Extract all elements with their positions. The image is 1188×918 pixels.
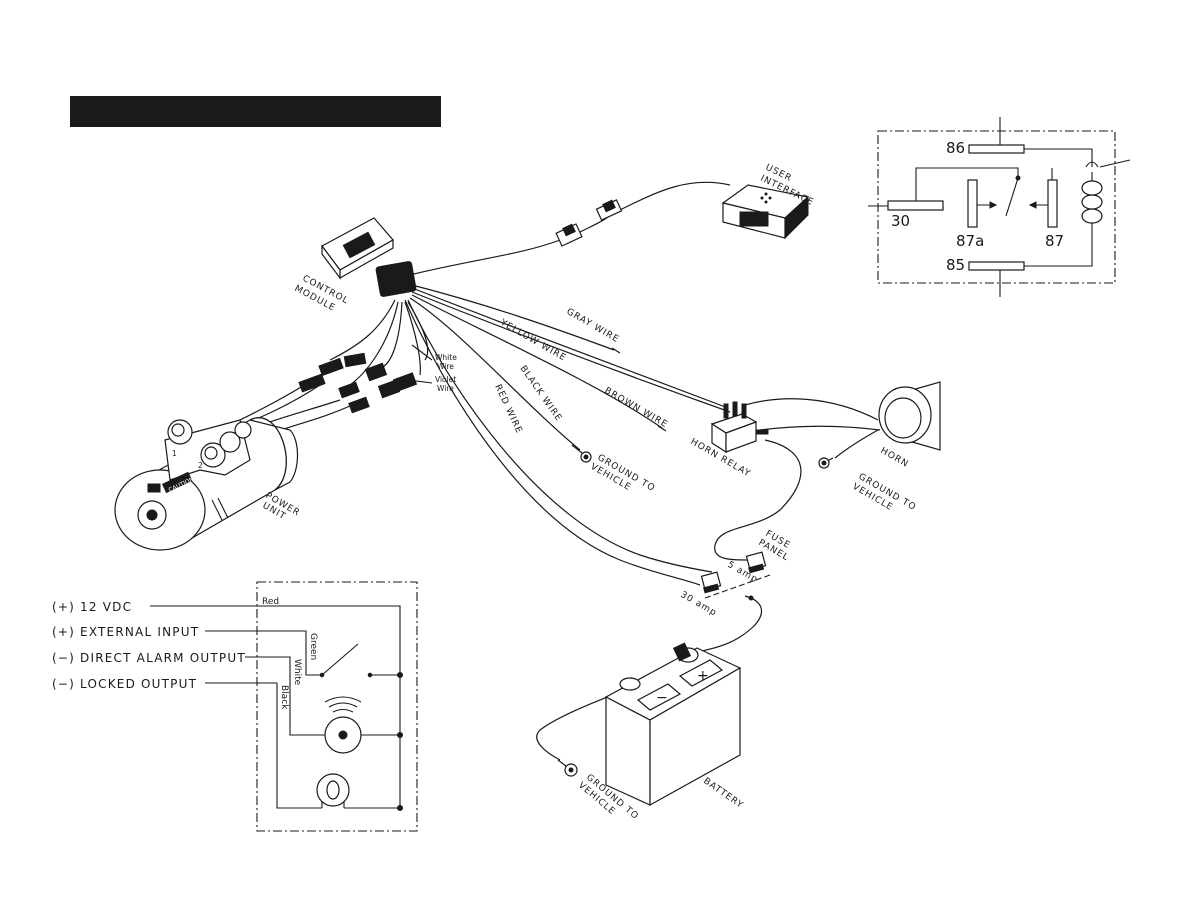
terminal-87a-blade (967, 179, 978, 228)
terminal-87-label: 87 (1045, 232, 1064, 250)
battery-positive: + (697, 668, 709, 684)
ring-terminal-icon (571, 444, 592, 463)
fuse-icon (700, 571, 722, 594)
section-title-bar (70, 96, 441, 127)
wire-red-label: Red (262, 597, 279, 607)
plug-connector-icon (298, 352, 418, 414)
input-locked-label: (−) LOCKED OUTPUT (52, 677, 197, 691)
terminal-87-blade (1047, 179, 1058, 228)
white-wire-label-1: White (435, 353, 457, 362)
terminal-85-label: 85 (946, 256, 965, 274)
indicator-lamp-icon (316, 773, 350, 808)
switch-icon (1005, 175, 1021, 217)
horn-label: HORN (879, 446, 911, 470)
plug-connector-icon (555, 199, 623, 247)
horn: HORN (878, 381, 941, 470)
harness-wires (229, 181, 881, 761)
terminal-87a-label: 87a (956, 232, 984, 250)
wire-black-label: Black (279, 685, 289, 710)
terminal-86-blade (968, 144, 1025, 154)
input-external-label: (+) EXTERNAL INPUT (52, 625, 199, 639)
horn-relay: HORN RELAY (689, 401, 769, 480)
buzzer-icon (324, 696, 362, 754)
fuse-icon (745, 551, 767, 574)
white-wire-label-2: Wire (437, 362, 454, 371)
port-2-label: 2 (198, 461, 203, 470)
relay-schematic: 86 85 30 87a 87 (868, 117, 1131, 297)
red-wire-label: RED WIRE (492, 383, 524, 435)
power-unit: 1 2 CAUTION POWER UNIT (114, 417, 302, 551)
gray-wire-label: GRAY WIRE (565, 307, 621, 345)
terminal-30-label: 30 (891, 212, 910, 230)
input-alarm-label: (−) DIRECT ALARM OUTPUT (52, 651, 246, 665)
fuse-panel: FUSE PANEL 5 amp 30 amp (679, 529, 793, 619)
wire-white-label: White (292, 659, 302, 686)
yellow-wire-label: YELLOW WIRE (498, 317, 568, 363)
relay-boundary (877, 130, 1116, 284)
violet-wire-label-2: Wire (437, 384, 454, 393)
wire-green-label: Green (308, 633, 318, 660)
io-schematic: (+) 12 VDC (+) EXTERNAL INPUT (−) DIRECT… (52, 581, 418, 832)
relay-coil-icon (1081, 161, 1103, 262)
terminal-30-blade (887, 200, 944, 211)
terminal-86-label: 86 (946, 139, 965, 157)
ring-terminal-icon (818, 457, 834, 469)
brown-wire-label: BROWN WIRE (603, 386, 670, 430)
battery-negative: − (656, 690, 668, 706)
terminal-85-blade (968, 261, 1025, 271)
battery-label: BATTERY (701, 776, 745, 811)
input-12vdc-label: (+) 12 VDC (52, 600, 132, 614)
io-boundary (256, 581, 418, 832)
ring-terminal-icon (557, 759, 578, 777)
fuse-30-label: 30 amp (679, 590, 719, 619)
violet-wire-label-1: Violet (435, 375, 456, 384)
port-1-label: 1 (172, 449, 177, 458)
wire-labels: GRAY WIRE YELLOW WIRE BROWN WIRE BLACK W… (492, 307, 669, 436)
control-module: CONTROL MODULE (293, 217, 417, 314)
battery: − + BATTERY (604, 642, 745, 811)
user-interface: USER INTERFACE (555, 163, 815, 247)
